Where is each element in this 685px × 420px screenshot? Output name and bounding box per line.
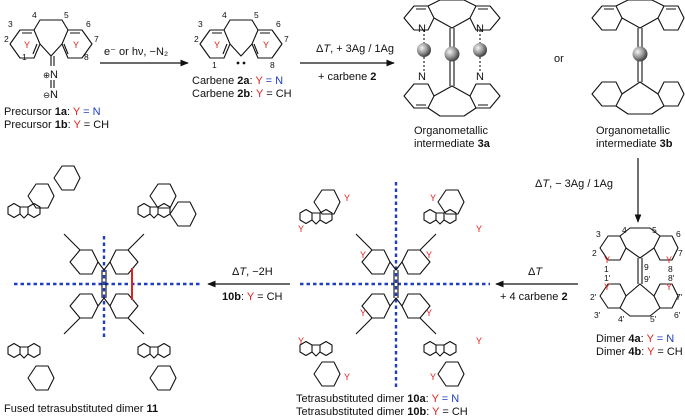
y-atom-t5: Y	[360, 250, 366, 260]
pos-d2: 2	[592, 248, 597, 258]
pos-d5p: 5'	[650, 314, 657, 324]
n-atom-3a-2: N	[476, 23, 484, 35]
pos-7: 7	[94, 34, 99, 44]
pos-c3: 3	[198, 19, 203, 29]
n-atom-3a-1: N	[418, 23, 426, 35]
pos-3: 3	[8, 19, 13, 29]
pos-d9: 9	[644, 262, 649, 272]
tetra-10a-label: Tetrasubstituted dimer 10a: Y = N	[296, 393, 459, 405]
arrow-5-condition-top: ΔT, −2H	[232, 266, 273, 278]
pos-d4: 4	[622, 225, 627, 235]
n-atom-3a-3: N	[418, 71, 426, 83]
pos-2: 2	[4, 34, 9, 44]
y-atom-t11: Y	[344, 372, 350, 382]
or-label: or	[554, 53, 564, 65]
y-atom-t1: Y	[344, 193, 350, 203]
fused-11-label: Fused tetrasubstituted dimer 11	[4, 403, 158, 415]
y-atom-t8: Y	[426, 308, 432, 318]
y-atom-t4: Y	[476, 224, 482, 234]
pos-d1p: 1'	[604, 273, 611, 283]
pos-c2: 2	[194, 34, 199, 44]
y-atom-d8: Y	[666, 255, 672, 265]
diazo-n1: N	[50, 69, 58, 81]
y-atom-t9: Y	[298, 336, 304, 346]
arrow-3-condition: ΔT, − 3Ag / 1Ag	[535, 178, 613, 190]
organo-3b-label-line2: intermediate 3b	[596, 138, 673, 150]
y-atom-d1p: Y	[604, 282, 610, 292]
diazo-n2: N	[50, 89, 58, 101]
organo-3a-label-line1: Organometallic	[414, 125, 488, 137]
precursor-1b-label: Precursor 1b: Y = CH	[4, 119, 109, 131]
y-atom-1: Y	[24, 40, 30, 50]
organo-3a-label-line2: intermediate 3a	[414, 138, 491, 150]
tetrasubstituted-dimer-structure	[299, 182, 490, 388]
pos-c5: 5	[254, 10, 259, 20]
y-atom-8: Y	[73, 40, 79, 50]
arrow-4-condition-top: ΔT	[528, 266, 543, 278]
pos-d9p: 9'	[644, 274, 651, 284]
carbene-2b-label: Carbene 2b: Y = CH	[192, 88, 292, 100]
y-atom-t3: Y	[298, 224, 304, 234]
diazo-minus-charge: ⊖	[43, 90, 50, 100]
pos-d5: 5	[652, 225, 657, 235]
pos-5: 5	[64, 10, 69, 20]
carbene-structure: Y Y 1 2 3 4 5 6 7 8	[194, 10, 289, 70]
pos-d8: 8	[668, 264, 673, 274]
pos-d4p: 4'	[618, 314, 625, 324]
pos-c8: 8	[270, 60, 275, 70]
pos-d3: 3	[596, 229, 601, 239]
precursor-1a-label: Precursor 1a: Y = N	[4, 106, 101, 118]
pos-d6: 6	[676, 229, 681, 239]
precursor-structure: Y Y 1 2 3 4 5 6 7 8 ⊕ N N ⊖	[4, 10, 99, 101]
arrow-1-condition: e⁻ or hν, −N₂	[104, 46, 168, 58]
organo-3b-label-line1: Organometallic	[596, 125, 670, 137]
y-atom-t12: Y	[430, 372, 436, 382]
pos-d2p: 2'	[590, 292, 597, 302]
pos-d7p: 7'	[676, 292, 683, 302]
organometallic-3a-structure: N N N N	[403, 0, 501, 117]
y-atom-d8p: Y	[666, 282, 672, 292]
pos-d3p: 3'	[594, 310, 601, 320]
pos-d1: 1	[604, 264, 609, 274]
pos-c4: 4	[222, 10, 227, 20]
pos-c7: 7	[284, 34, 289, 44]
pos-8: 8	[84, 52, 89, 62]
y-atom-c8: Y	[263, 40, 269, 50]
pos-c1: 1	[212, 60, 217, 70]
organometallic-3b-structure	[591, 0, 685, 115]
y-atom-t10: Y	[476, 336, 482, 346]
carbene-2a-label: Carbene 2a: Y = N	[192, 75, 283, 87]
arrow-2-condition-bottom: + carbene 2	[318, 71, 376, 83]
pos-4: 4	[32, 10, 37, 20]
pos-6: 6	[86, 19, 91, 29]
pos-d8p: 8'	[668, 273, 675, 283]
dimer-4a-label: Dimer 4a: Y = N	[596, 333, 674, 345]
y-atom-t2: Y	[430, 193, 436, 203]
y-atom-t7: Y	[360, 308, 366, 318]
y-atom-d1: Y	[604, 255, 610, 265]
arrow-5-condition-bottom: 10b: Y = CH	[222, 291, 283, 303]
arrow-4-condition-bottom: + 4 carbene 2	[500, 291, 568, 303]
dimer-4b-label: Dimer 4b: Y = CH	[596, 346, 683, 358]
pos-c6: 6	[276, 19, 281, 29]
y-atom-c1: Y	[214, 40, 220, 50]
y-atom-t6: Y	[426, 250, 432, 260]
pos-d7: 7	[678, 248, 683, 258]
pos-1: 1	[22, 52, 27, 62]
dimer-4-structure: Y Y Y Y 3 4 5 6 2 7 1 8 9 9' 1' 8' 2' 7'…	[590, 225, 683, 324]
arrow-2-condition-top: ΔT, + 3Ag / 1Ag	[316, 43, 394, 55]
pos-d6p: 6'	[674, 310, 681, 320]
fused-dimer-structure	[7, 165, 200, 391]
tetra-10b-label: Tetrasubstituted dimer 10b: Y = CH	[296, 406, 468, 418]
n-atom-3a-4: N	[476, 71, 484, 83]
diazo-plus-charge: ⊕	[43, 70, 50, 80]
